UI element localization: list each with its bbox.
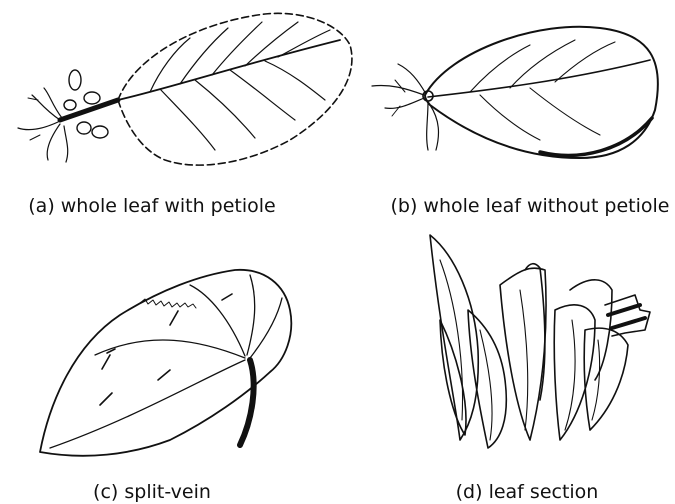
caption-panel-b: (b) whole leaf without petiole: [390, 197, 669, 216]
panel-a-illustration: [18, 13, 352, 165]
panel-b-illustration: [372, 27, 658, 158]
panel-c-illustration: [40, 270, 291, 456]
caption-panel-c: (c) split-vein: [93, 483, 211, 502]
caption-panel-a: (a) whole leaf with petiole: [28, 197, 275, 216]
panel-d-illustration: [430, 235, 650, 448]
caption-panel-d: (d) leaf section: [456, 483, 599, 502]
